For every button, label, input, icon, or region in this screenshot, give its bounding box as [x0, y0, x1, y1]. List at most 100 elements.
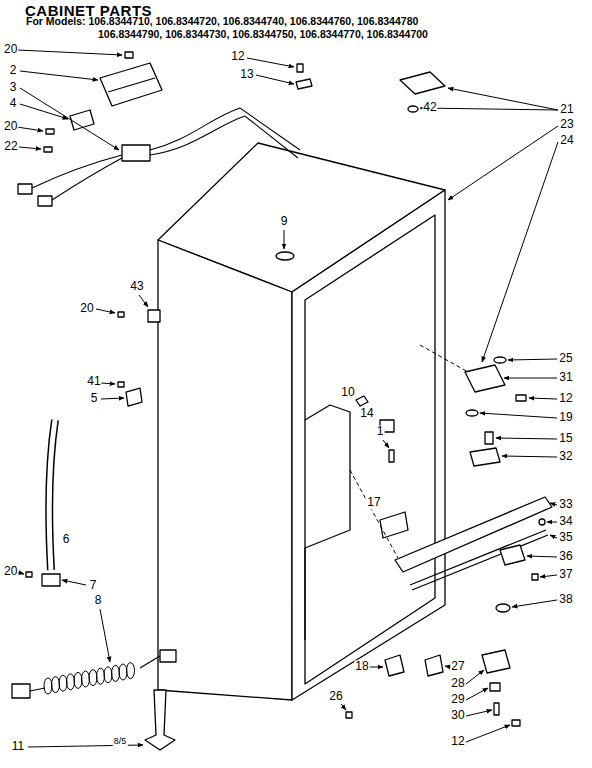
plug	[12, 684, 30, 698]
washer-19	[466, 410, 478, 416]
callout-number: 13	[239, 68, 254, 81]
screw-20	[118, 312, 124, 317]
pad-18	[385, 655, 404, 676]
pin-30	[494, 703, 499, 715]
cord-coil	[89, 670, 97, 686]
callout-number: 20	[3, 120, 18, 133]
cord-coil	[127, 663, 135, 679]
liner-step	[305, 405, 350, 548]
callout-number: 25	[558, 352, 573, 365]
leader-lines	[17, 50, 558, 747]
bracket-2	[100, 63, 162, 106]
connector	[38, 196, 52, 206]
bracket-27	[425, 655, 443, 676]
callout-number: 20	[79, 302, 94, 315]
cord-coil	[44, 678, 52, 694]
part-43	[148, 310, 160, 322]
callout-number: 21	[559, 103, 574, 116]
cord-coil	[97, 668, 105, 684]
callout-number: 19	[558, 411, 573, 424]
callout-number: 27	[450, 660, 465, 673]
plug-9	[276, 252, 294, 260]
callout-number: 23	[559, 118, 574, 131]
cabinet-side	[158, 240, 292, 700]
callout-number: 36	[558, 550, 573, 563]
washer-25	[494, 357, 506, 363]
screw-22	[44, 147, 52, 152]
page-code: 8/5	[113, 737, 128, 747]
cord-coil	[52, 677, 60, 693]
part-34	[539, 519, 545, 525]
callout-number: 8	[94, 594, 103, 607]
callout-number: 20	[3, 565, 18, 578]
screw-20	[26, 572, 32, 577]
shim-13	[296, 79, 312, 89]
screw-41	[118, 382, 124, 387]
callout-number: 6	[62, 533, 71, 546]
callout-number: 43	[129, 280, 144, 293]
callout-number: 33	[558, 498, 573, 511]
callout-number: 42	[422, 101, 437, 114]
center-hinge-31	[465, 365, 505, 392]
model-list: For Models: 106.8344710, 106.8344720, 10…	[26, 16, 418, 28]
callout-number: 12	[230, 50, 245, 63]
screw-1	[389, 450, 394, 462]
callout-number: 3	[9, 81, 18, 94]
screw-12	[512, 720, 520, 726]
callout-number: 4	[9, 97, 18, 110]
washer-42	[408, 106, 418, 112]
callout-number: 32	[558, 450, 573, 463]
callout-number: 11	[11, 740, 25, 753]
callout-number: 34	[558, 515, 573, 528]
callout-number: 5	[90, 392, 99, 405]
callout-number: 18	[354, 660, 369, 673]
cord-coil	[74, 672, 82, 688]
callout-number: 12	[558, 392, 573, 405]
part-17	[380, 512, 408, 538]
callout-number: 35	[558, 531, 573, 544]
pin-15	[485, 432, 493, 444]
assembly-line	[420, 345, 468, 372]
clip-5	[126, 388, 142, 406]
callout-number: 14	[359, 407, 374, 420]
callout-number: 22	[3, 140, 18, 153]
callout-number: 26	[328, 690, 343, 703]
model-list: 106.8344790, 106.8344730, 106.8344750, 1…	[98, 29, 428, 41]
pad-36	[500, 545, 525, 565]
callout-number: 41	[86, 375, 101, 388]
rail-33	[395, 497, 552, 572]
cord-coil	[67, 674, 75, 690]
clamp-7	[42, 574, 60, 586]
callout-number: 37	[558, 568, 573, 581]
callout-number: 9	[280, 215, 289, 228]
cord-coil	[112, 665, 120, 681]
callout-number: 31	[558, 371, 573, 384]
screw-12	[516, 395, 526, 401]
liner-edge	[304, 548, 305, 640]
screw-26	[346, 712, 352, 718]
strip-35	[410, 530, 546, 585]
callout-number: 15	[558, 432, 573, 445]
callout-number: 30	[450, 709, 465, 722]
cord-coil	[104, 667, 112, 683]
cord-coil	[59, 675, 67, 691]
harness-block	[122, 145, 150, 161]
callout-number: 12	[450, 735, 465, 748]
top-hinge	[400, 72, 445, 94]
screw-20	[46, 129, 54, 134]
cord-coil	[82, 671, 90, 687]
clip-10	[356, 396, 368, 406]
callout-number: 17	[366, 496, 381, 509]
bushing-38	[496, 604, 510, 612]
callout-number: 38	[558, 593, 573, 606]
callout-number: 20	[3, 43, 18, 56]
connector	[18, 184, 32, 194]
assembly-line	[350, 470, 398, 558]
cabinet-opening	[305, 215, 435, 684]
callout-number: 24	[559, 134, 574, 147]
bracket-32	[470, 448, 500, 466]
callout-number: 1	[376, 425, 385, 438]
part-29	[490, 683, 500, 691]
cabinet-front-frame	[292, 190, 445, 700]
callout-number: 29	[450, 693, 465, 706]
